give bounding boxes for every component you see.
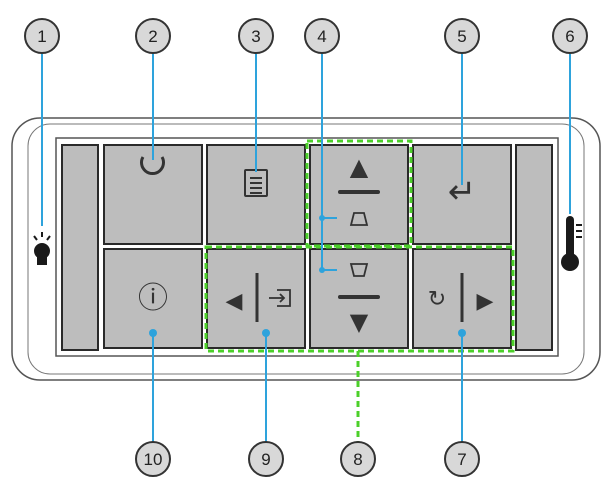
callout-8-number: 8 [353, 450, 362, 469]
keypad-housing-inner [27, 123, 585, 375]
menu-button[interactable] [206, 144, 306, 245]
callout-3: 3 [238, 18, 274, 54]
callout-10-number: 10 [144, 450, 163, 469]
callout-3-number: 3 [251, 27, 260, 46]
keystone-up-icon: ▲ [350, 153, 369, 181]
callout-2-number: 2 [148, 27, 157, 46]
callout-6-number: 6 [565, 27, 574, 46]
lamp-led-icon [33, 232, 51, 265]
keystone-down-trapezoid-icon [349, 263, 369, 277]
callout-9-number: 9 [261, 450, 270, 469]
left-side-bar [61, 144, 99, 351]
callout-8: 8 [340, 441, 376, 477]
info-icon: ⓘ [138, 281, 168, 316]
callout-leader-dots [149, 215, 466, 337]
callout-10: 10 [135, 441, 171, 477]
callout-9: 9 [248, 441, 284, 477]
callout-7: 7 [444, 441, 480, 477]
callout-1-number: 1 [37, 27, 46, 46]
power-icon [140, 156, 165, 175]
keystone-up-button[interactable] [309, 144, 409, 245]
callout-7-number: 7 [457, 450, 466, 469]
left-arrow-icon: ◀ [226, 289, 243, 314]
right-side-bar [515, 144, 553, 351]
keystone-down-icon: ▼ [350, 308, 369, 336]
callout-2: 2 [135, 18, 171, 54]
keystone-up-trapezoid-icon [349, 212, 369, 226]
callout-5: 5 [444, 18, 480, 54]
right-arrow-icon: ▶ [477, 289, 494, 314]
callout-6: 6 [552, 18, 588, 54]
source-icon [269, 289, 291, 307]
callout-4: 4 [304, 18, 340, 54]
callout-4-number: 4 [317, 27, 326, 46]
resync-icon: ↻ [428, 287, 446, 312]
callout-5-number: 5 [457, 27, 466, 46]
callout-leaders [41, 54, 571, 442]
callout-1: 1 [24, 18, 60, 54]
temp-led-icon [561, 216, 582, 271]
